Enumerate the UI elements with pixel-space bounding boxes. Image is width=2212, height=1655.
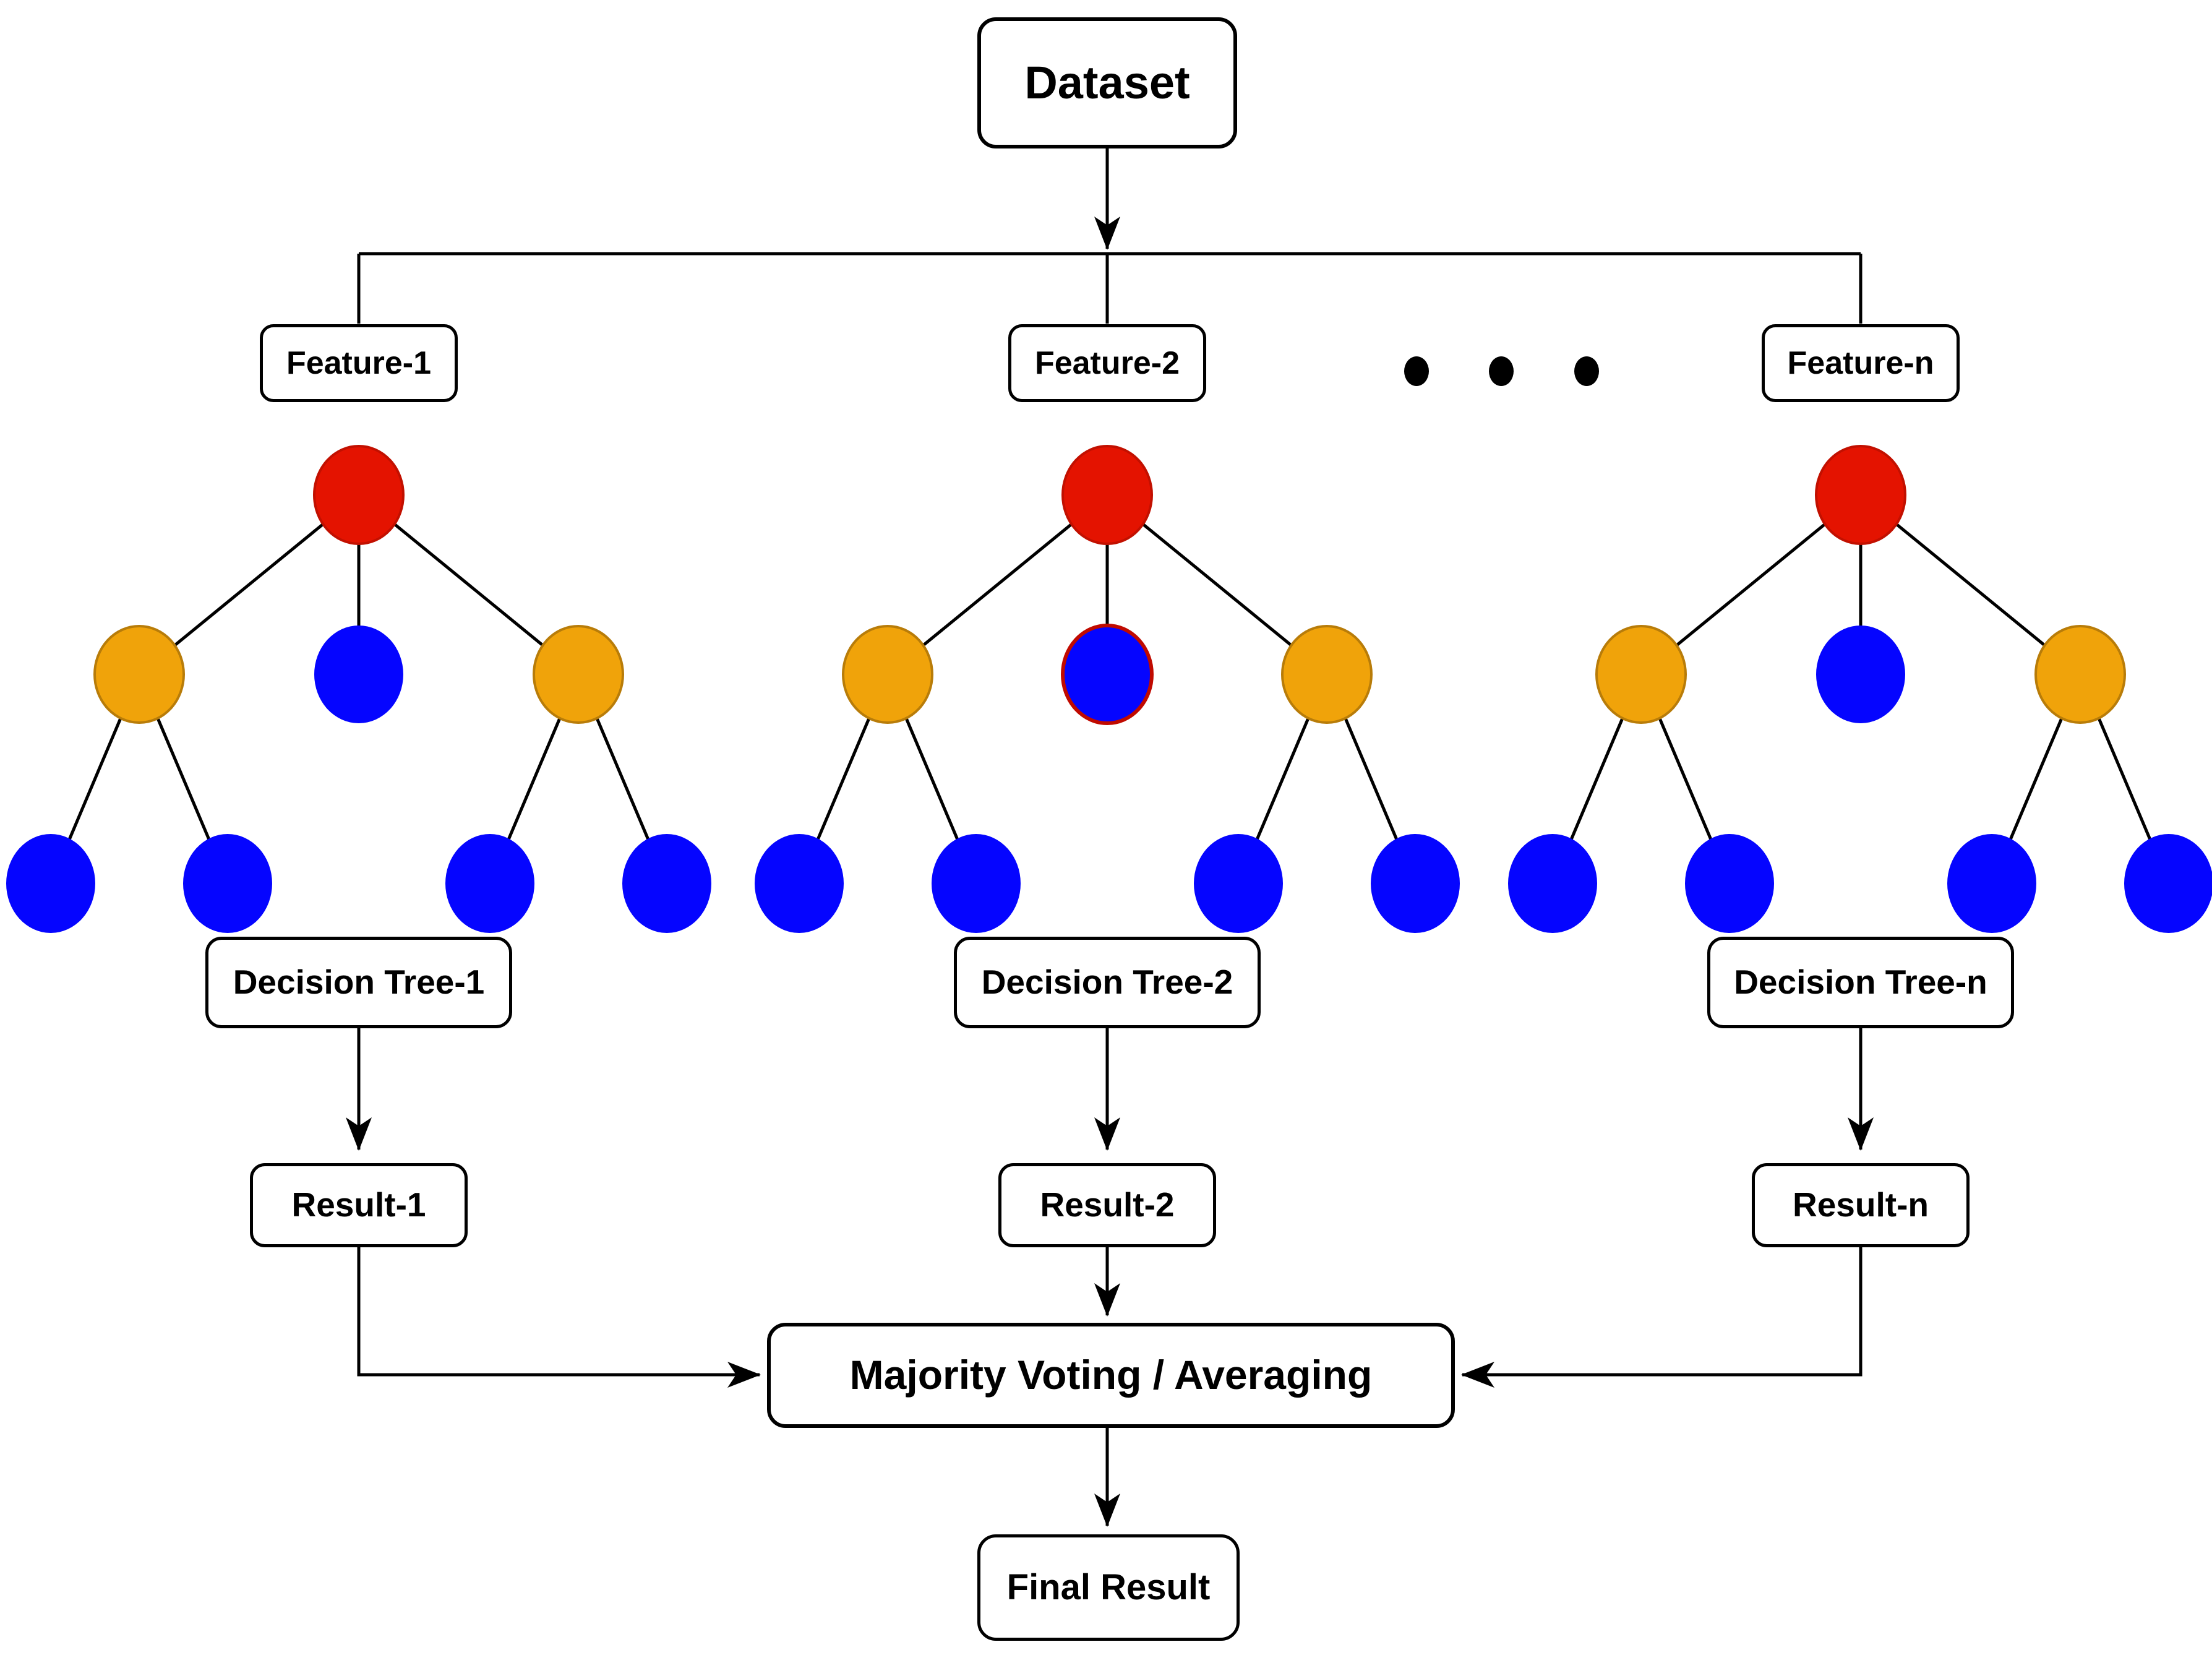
tree-leaf-node xyxy=(445,834,534,933)
result-1-box: Result-1 xyxy=(250,1163,468,1247)
tree-internal-node xyxy=(2034,625,2126,724)
decision-tree-n-label: Decision Tree-n xyxy=(1734,963,1987,1002)
feature-2-box: Feature-2 xyxy=(1008,324,1206,402)
majority-voting-label: Majority Voting / Averaging xyxy=(849,1352,1373,1398)
tree-leaf-node xyxy=(932,834,1021,933)
tree-internal-node xyxy=(533,625,624,724)
feature-2-label: Feature-2 xyxy=(1034,345,1180,381)
ellipsis-dots xyxy=(1404,356,1599,386)
decision-tree-2-box: Decision Tree-2 xyxy=(954,937,1261,1028)
tree-leaf-node xyxy=(1371,834,1460,933)
result-1-label: Result-1 xyxy=(291,1185,426,1224)
tree-root-node xyxy=(1815,445,1906,545)
result-connectors xyxy=(346,1028,1874,1527)
tree-root-node xyxy=(1061,445,1153,545)
ellipsis-dot xyxy=(1489,356,1514,386)
tree-leaf-node xyxy=(6,834,95,933)
decision-tree-2-graph xyxy=(755,445,1460,933)
decision-tree-1-graph xyxy=(6,445,711,933)
tree-leaf-node xyxy=(1685,834,1774,933)
tree-leaf-node xyxy=(755,834,844,933)
tree-leaf-node xyxy=(183,834,272,933)
ellipsis-dot xyxy=(1404,356,1429,386)
tree-leaf-node xyxy=(1194,834,1283,933)
tree-internal-node xyxy=(842,625,933,724)
decision-tree-1-box: Decision Tree-1 xyxy=(205,937,512,1028)
majority-voting-box: Majority Voting / Averaging xyxy=(767,1323,1455,1428)
result-2-label: Result-2 xyxy=(1040,1185,1175,1224)
decision-tree-n-box: Decision Tree-n xyxy=(1707,937,2014,1028)
dataset-connectors xyxy=(357,148,1863,324)
tree-leaf-node-highlighted xyxy=(1061,624,1154,725)
tree-leaf-node xyxy=(1816,625,1905,723)
dataset-box: Dataset xyxy=(977,17,1237,148)
final-result-box: Final Result xyxy=(977,1534,1240,1641)
ellipsis-dot xyxy=(1574,356,1599,386)
tree-internal-node xyxy=(93,625,185,724)
connector-resultn-majority xyxy=(1461,1247,1863,1388)
tree-leaf-node xyxy=(314,625,403,723)
tree-leaf-node xyxy=(1947,834,2036,933)
tree-internal-node xyxy=(1281,625,1373,724)
feature-1-label: Feature-1 xyxy=(286,345,432,381)
final-result-label: Final Result xyxy=(1006,1567,1211,1607)
dataset-label: Dataset xyxy=(1024,57,1190,109)
tree-root-node xyxy=(313,445,405,545)
connector-result1-majority xyxy=(357,1247,761,1388)
tree-internal-node xyxy=(1595,625,1687,724)
feature-n-label: Feature-n xyxy=(1787,345,1934,381)
tree-leaf-node xyxy=(622,834,711,933)
result-n-label: Result-n xyxy=(1793,1185,1929,1224)
tree-leaf-node xyxy=(2124,834,2212,933)
result-n-box: Result-n xyxy=(1752,1163,1970,1247)
result-2-box: Result-2 xyxy=(998,1163,1216,1247)
tree-leaf-node xyxy=(1508,834,1597,933)
decision-tree-2-label: Decision Tree-2 xyxy=(981,963,1233,1002)
feature-n-box: Feature-n xyxy=(1762,324,1960,402)
decision-tree-1-label: Decision Tree-1 xyxy=(233,963,485,1002)
feature-1-box: Feature-1 xyxy=(260,324,458,402)
decision-tree-n-graph xyxy=(1508,445,2212,933)
